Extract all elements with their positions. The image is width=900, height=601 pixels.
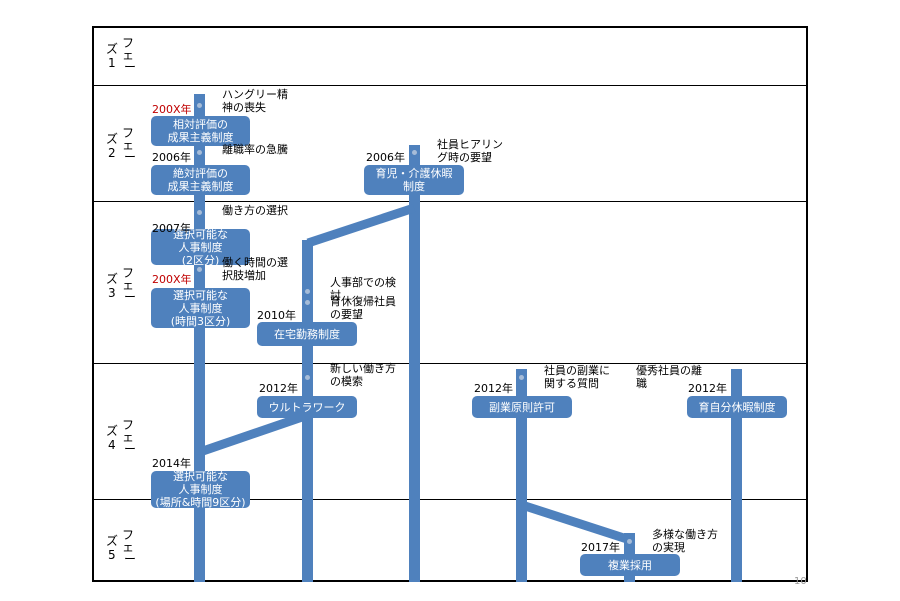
phase-label-2: フ ェ ー ズ 2 — [106, 126, 137, 164]
note-dot — [305, 375, 310, 380]
branch-line — [198, 410, 310, 457]
note-dot — [519, 375, 524, 380]
page-number: 10 — [794, 576, 807, 587]
event-box-relative-evaluation: 相対評価の成果主義制度 — [151, 116, 250, 146]
note-dot — [412, 150, 417, 155]
phase-divider — [92, 499, 808, 500]
timeline-bar — [516, 369, 527, 582]
event-box-self-growth-leave: 育自分休暇制度 — [687, 396, 787, 418]
year-label: 2012年 — [688, 382, 727, 395]
note-dot — [197, 103, 202, 108]
event-box-remote-work: 在宅勤務制度 — [257, 322, 357, 346]
phase-label-5: フ ェ ー ズ 5 — [106, 528, 137, 566]
phase-divider — [92, 363, 808, 364]
note-dot — [305, 289, 310, 294]
note-turnover: 離職率の急騰 — [222, 143, 288, 156]
year-label: 2010年 — [257, 309, 296, 322]
note-new-work-style: 新しい働き方の模索 — [330, 362, 396, 388]
event-box-selectable-3: 選択可能な人事制度(時間3区分) — [151, 288, 250, 328]
year-label: 2017年 — [581, 541, 620, 554]
phase-label-4: フ ェ ー ズ 4 — [106, 418, 137, 456]
year-label: 2006年 — [152, 151, 191, 164]
year-label: 200X年 — [152, 273, 192, 286]
event-box-absolute-evaluation: 絶対評価の成果主義制度 — [151, 165, 250, 195]
year-label: 2012年 — [474, 382, 513, 395]
year-label: 2014年 — [152, 457, 191, 470]
branch-line — [520, 500, 632, 545]
year-label: 2007年 — [152, 222, 191, 235]
phase-label-3: フ ェ ー ズ 3 — [106, 266, 137, 304]
event-box-selectable-9: 選択可能な人事制度(場所&時間9区分) — [151, 470, 250, 509]
timeline-bar — [409, 145, 420, 582]
note-hour-options: 働く時間の選択肢増加 — [222, 256, 288, 282]
note-work-choice: 働き方の選択 — [222, 204, 288, 217]
event-box-side-job: 副業原則許可 — [472, 396, 572, 418]
note-dot — [627, 539, 632, 544]
note-side-job-question: 社員の副業に関する質問 — [544, 364, 610, 390]
event-box-childcare-leave: 育児・介護休暇制度 — [364, 165, 464, 195]
event-box-ultrawork: ウルトラワーク — [257, 396, 357, 418]
phase-label-1: フ ェ ー ズ 1 — [106, 36, 137, 74]
note-talent-loss: 優秀社員の離職 — [636, 364, 702, 390]
diagram-frame — [92, 26, 808, 582]
note-hr-review: 人事部での検討 — [330, 276, 396, 302]
event-box-selectable-2: 選択可能な人事制度(2区分) — [151, 228, 250, 267]
note-diverse-work: 多様な働き方の実現 — [652, 528, 718, 554]
note-dot — [197, 150, 202, 155]
note-dot — [197, 210, 202, 215]
timeline-bar — [194, 94, 205, 582]
note-employee-hearing: 社員ヒアリング時の要望 — [437, 138, 503, 164]
note-hungry-spirit: ハングリー精神の喪失 — [222, 88, 288, 114]
event-box-multiple-job-hiring: 複業採用 — [580, 554, 680, 576]
year-label: 200X年 — [152, 103, 192, 116]
note-dot — [305, 300, 310, 305]
branch-line — [306, 203, 416, 248]
phase-divider — [92, 85, 808, 86]
note-dot — [197, 267, 202, 272]
year-label: 2012年 — [259, 382, 298, 395]
note-returning-parents: 育休復帰社員の要望 — [330, 295, 396, 321]
timeline-bar — [731, 369, 742, 582]
phase-divider — [92, 201, 808, 202]
year-label: 2006年 — [366, 151, 405, 164]
